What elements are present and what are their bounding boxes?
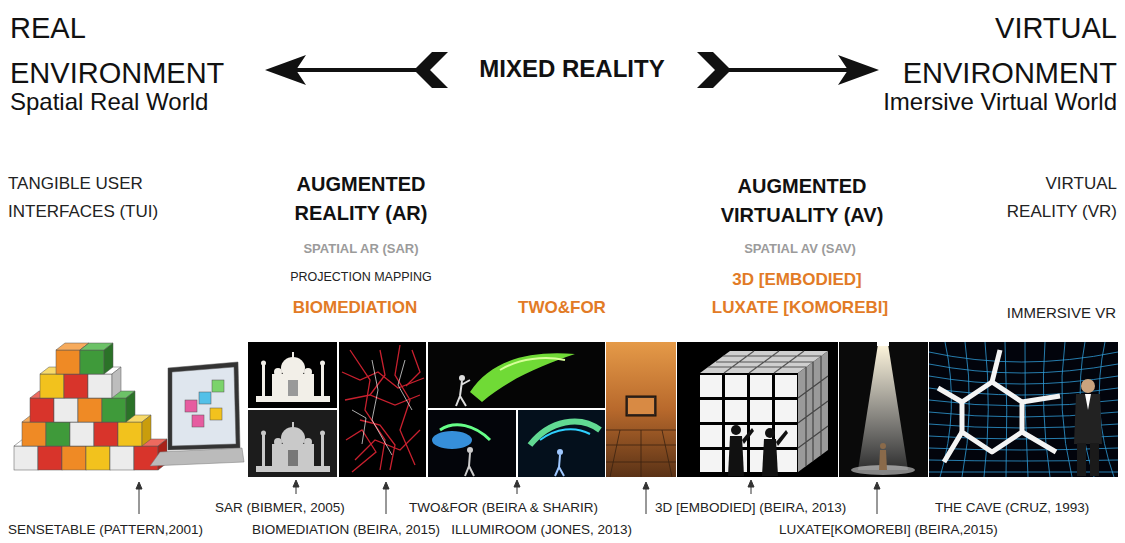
environment-subheading: Spatial Real World <box>10 88 208 117</box>
project-label: LUXATE [KOMOREBI] <box>712 298 888 318</box>
environment-heading: REAL ENVIRONMENT <box>10 6 250 96</box>
luxate-image <box>839 342 928 477</box>
caption-label: ILLUMIROOM (JONES, 2013) <box>451 522 632 538</box>
environment-heading: VIRTUAL ENVIRONMENT <box>877 6 1117 96</box>
biomediation-image <box>339 342 426 477</box>
category-label: TANGIBLE USER INTERFACES (TUI) <box>8 170 183 226</box>
subcategory-label: SPATIAL AV (SAV) <box>744 241 856 257</box>
sar-image <box>248 342 337 477</box>
project-label: BIOMEDIATION <box>293 298 417 318</box>
cave-image <box>929 342 1118 477</box>
category-heading: AUGMENTED REALITY (AR) <box>256 170 466 228</box>
sensetable-image <box>14 343 244 470</box>
illumiroom-image <box>606 342 676 477</box>
embodied-image <box>677 342 838 477</box>
caption-label: THE CAVE (CRUZ, 1993) <box>935 500 1089 516</box>
category-heading: AUGMENTED VIRTUALITY (AV) <box>687 172 917 230</box>
twoandfor-image <box>428 342 605 477</box>
caption-label: SAR (BIBMER, 2005) <box>215 500 345 516</box>
mixed-reality-arrows <box>265 52 879 88</box>
category-label: VIRTUAL REALITY (VR) <box>977 170 1117 226</box>
center-heading: MIXED REALITY <box>479 55 664 84</box>
project-label: 3D [EMBODIED] <box>732 270 861 290</box>
environment-subheading: Imersive Virtual World <box>883 88 1117 117</box>
caption-label: 3D [EMBODIED] (BEIRA, 2013) <box>655 500 846 516</box>
caption-label: TWO&FOR (BEIRA & SHARIR) <box>409 500 598 516</box>
technique-label: PROJECTION MAPPING <box>290 270 432 285</box>
caption-label: LUXATE[KOMOREBI] (BEIRA,2015) <box>779 522 998 538</box>
caption-label: SENSETABLE (PATTERN,2001) <box>8 522 203 538</box>
caption-label: BIOMEDIATION (BEIRA, 2015) <box>252 522 440 538</box>
project-label: TWO&FOR <box>518 298 606 318</box>
subcategory-label: SPATIAL AR (SAR) <box>303 241 418 257</box>
technique-label: IMMERSIVE VR <box>1007 304 1116 322</box>
